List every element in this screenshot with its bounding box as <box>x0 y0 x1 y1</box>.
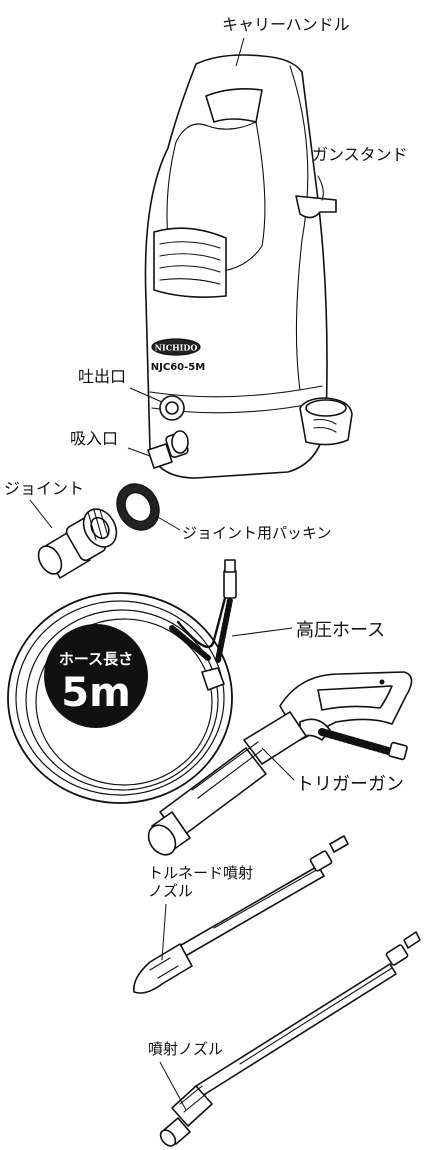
badge-line2: 5m <box>61 670 131 716</box>
label-tornado-nozzle-line1: トルネード噴射 <box>148 864 253 882</box>
label-trigger-gun: トリガーガン <box>296 774 404 795</box>
label-spray-nozzle: 噴射ノズル <box>148 1040 223 1058</box>
leader-joint <box>29 499 53 529</box>
leader-joint-packing <box>155 515 181 531</box>
washer-body: NICHIDO NJC60-5M <box>144 54 353 479</box>
gun-holder <box>299 397 353 446</box>
high-pressure-hose <box>7 559 237 804</box>
label-tornado-nozzle-line2: ノズル <box>148 882 193 900</box>
label-inlet: 吸入口 <box>70 429 118 448</box>
label-joint-packing: ジョイント用パッキン <box>182 524 332 542</box>
label-gun-stand: ガンスタンド <box>312 145 408 164</box>
leader-inlet <box>127 447 151 457</box>
gun-stand-clip <box>295 175 337 219</box>
leader-carry-handle <box>235 37 245 67</box>
label-high-pressure-hose: 高圧ホース <box>296 620 385 641</box>
hose-length-badge: ホース長さ 5m <box>44 624 148 728</box>
label-outlet: 吐出口 <box>78 367 126 386</box>
label-joint: ジョイント <box>4 479 84 498</box>
model-number: NJC60-5M <box>151 362 205 373</box>
leader-trigger-gun <box>261 747 295 781</box>
badge-line1: ホース長さ <box>59 650 133 668</box>
tornado-nozzle <box>133 835 349 994</box>
leader-hose <box>231 627 293 637</box>
spray-nozzle <box>159 931 421 1147</box>
trigger-gun <box>147 671 413 856</box>
brand-logo <box>151 338 201 356</box>
leader-outlet <box>129 387 163 403</box>
leader-spray-nozzle <box>159 1061 187 1111</box>
inlet-port <box>147 430 189 469</box>
label-carry-handle: キャリーハンドル <box>222 15 350 34</box>
brand-logo-text: NICHIDO <box>155 343 198 353</box>
leader-tornado-nozzle <box>161 903 167 961</box>
joint <box>37 508 118 579</box>
vent-grille <box>153 227 227 298</box>
outlet-port <box>159 395 185 421</box>
joint-packing <box>116 483 160 531</box>
